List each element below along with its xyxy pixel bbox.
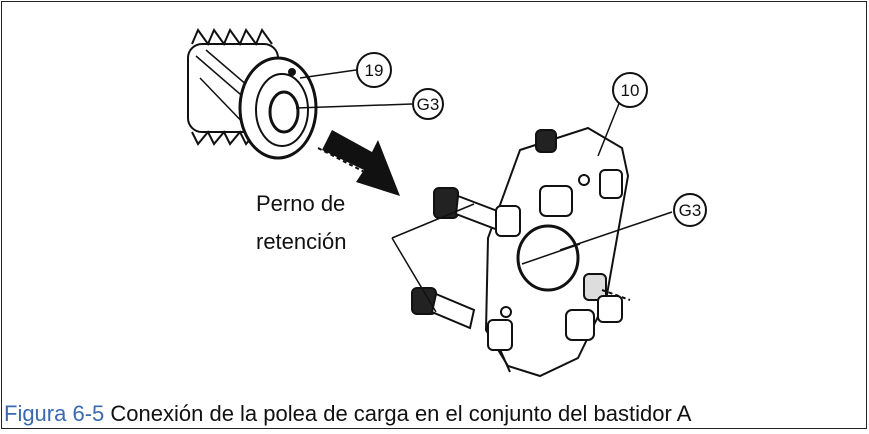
assembly-arrow bbox=[317, 130, 400, 196]
load-pulley-drawing bbox=[187, 27, 318, 160]
leader-line-g3-top bbox=[295, 103, 413, 109]
frame-plate-drawing bbox=[411, 126, 631, 378]
callout-g3-top-circle bbox=[412, 88, 444, 120]
callout-10: 10 bbox=[621, 81, 640, 100]
leader-line-g3-right bbox=[559, 211, 673, 251]
callout-g3-right-circle bbox=[673, 193, 707, 227]
callout-19-circle bbox=[356, 52, 392, 88]
figure-caption: Figura 6-5 Conexión de la polea de carga… bbox=[4, 400, 691, 428]
leader-line-19 bbox=[299, 69, 357, 79]
leader-line-10 bbox=[597, 95, 623, 157]
callout-g3-top: G3 bbox=[417, 95, 440, 114]
figure-number: Figura 6-5 bbox=[4, 401, 105, 426]
callout-g3-right: G3 bbox=[679, 201, 702, 220]
callout-10-circle bbox=[612, 72, 648, 108]
retention-pin-label-line1: Perno de bbox=[256, 191, 346, 216]
retention-pin-leaders bbox=[391, 203, 475, 313]
figure-caption-text: Conexión de la polea de carga en el conj… bbox=[104, 401, 692, 426]
retention-pin-label-line2: retención bbox=[256, 229, 347, 254]
callout-19: 19 bbox=[365, 61, 384, 80]
